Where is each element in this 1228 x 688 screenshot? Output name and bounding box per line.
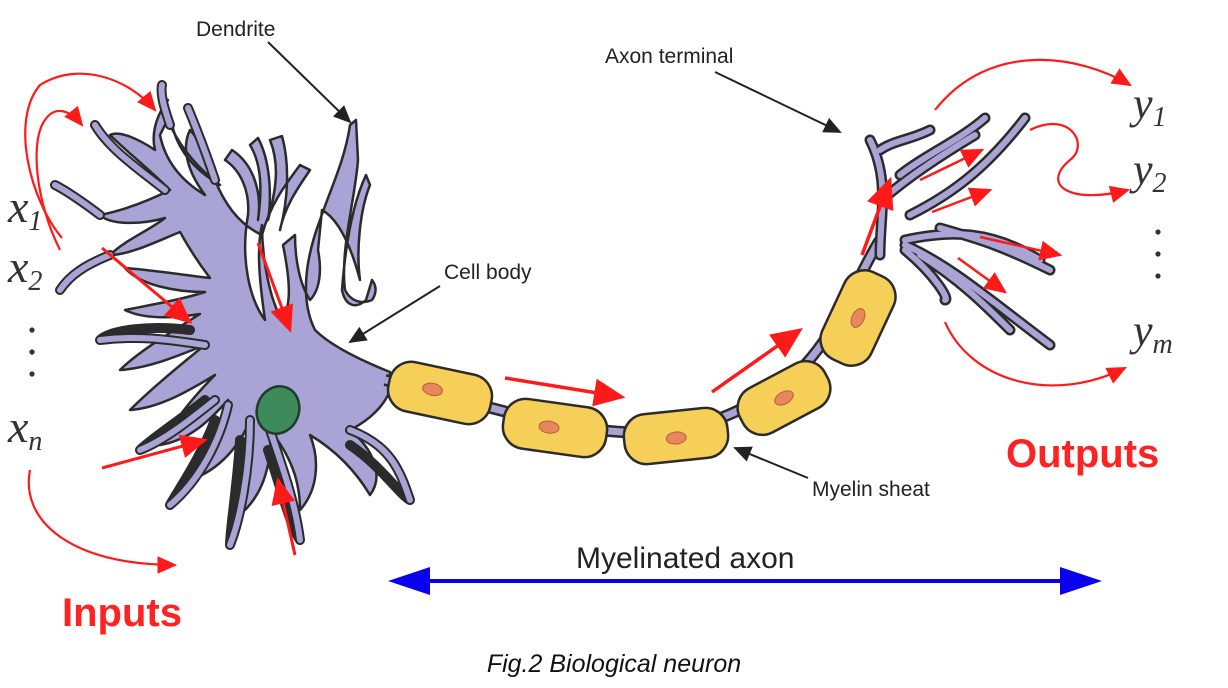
myelin-segment (819, 269, 897, 367)
neuron-dendrites (50, 80, 415, 550)
dendrite-label: Dendrite (196, 18, 275, 41)
myelinated-axon-label: Myelinated axon (576, 542, 794, 575)
axon-arrow (957, 256, 1008, 294)
myelinated-axon-span-arrow (388, 567, 1102, 595)
figure-caption: Fig.2 Biological neuron (487, 650, 741, 678)
input-xn: xn (7, 401, 42, 457)
nucleus (255, 385, 301, 435)
input-ellipsis (29, 327, 35, 377)
axon-signal-arrows (504, 148, 1063, 407)
output-y1: y1 (1129, 79, 1167, 133)
inputs-label: Inputs (62, 591, 182, 635)
axon-arrow (919, 148, 985, 182)
myelin-segment (386, 360, 494, 426)
input-arrow (35, 105, 84, 251)
axon-terminal-pointer (714, 71, 842, 133)
myelin-sheat-pointer (733, 446, 809, 479)
axon-arrow (504, 376, 626, 407)
axon-arrow (979, 235, 1063, 261)
input-arrow (256, 242, 293, 333)
output-ym: ym (1129, 306, 1173, 360)
axon-terminal (864, 112, 1056, 351)
axon-arrow (710, 327, 803, 394)
input-x2: x2 (7, 241, 42, 297)
output-arrow (1029, 122, 1131, 203)
output-signal-arrows (934, 58, 1132, 387)
output-arrow (943, 321, 1127, 387)
outputs-label: Outputs (1006, 432, 1159, 476)
myelin-segments (386, 269, 897, 466)
axon-terminal-label: Axon terminal (605, 45, 733, 68)
cell-body-pointer (348, 285, 441, 344)
input-signal-arrows (24, 72, 297, 574)
myelin-segment (736, 359, 832, 437)
myelin-segment (501, 397, 609, 459)
input-arrow (271, 477, 297, 556)
input-arrow (24, 72, 157, 239)
axon-arrow (931, 187, 993, 214)
input-arrow (27, 469, 178, 574)
input-x1: x1 (7, 181, 42, 237)
myelin-segment (622, 406, 730, 466)
label-pointers (267, 41, 842, 479)
cell-body-label: Cell body (444, 261, 532, 284)
output-arrow (934, 58, 1132, 111)
output-ellipsis (1155, 229, 1161, 279)
dendrite-pointer (267, 41, 352, 124)
input-arrow (101, 246, 193, 324)
myelin-sheat-label: Myelin sheat (812, 478, 930, 501)
axon-arrow (860, 176, 894, 256)
input-arrow (101, 434, 208, 470)
output-y2: y2 (1129, 145, 1167, 199)
